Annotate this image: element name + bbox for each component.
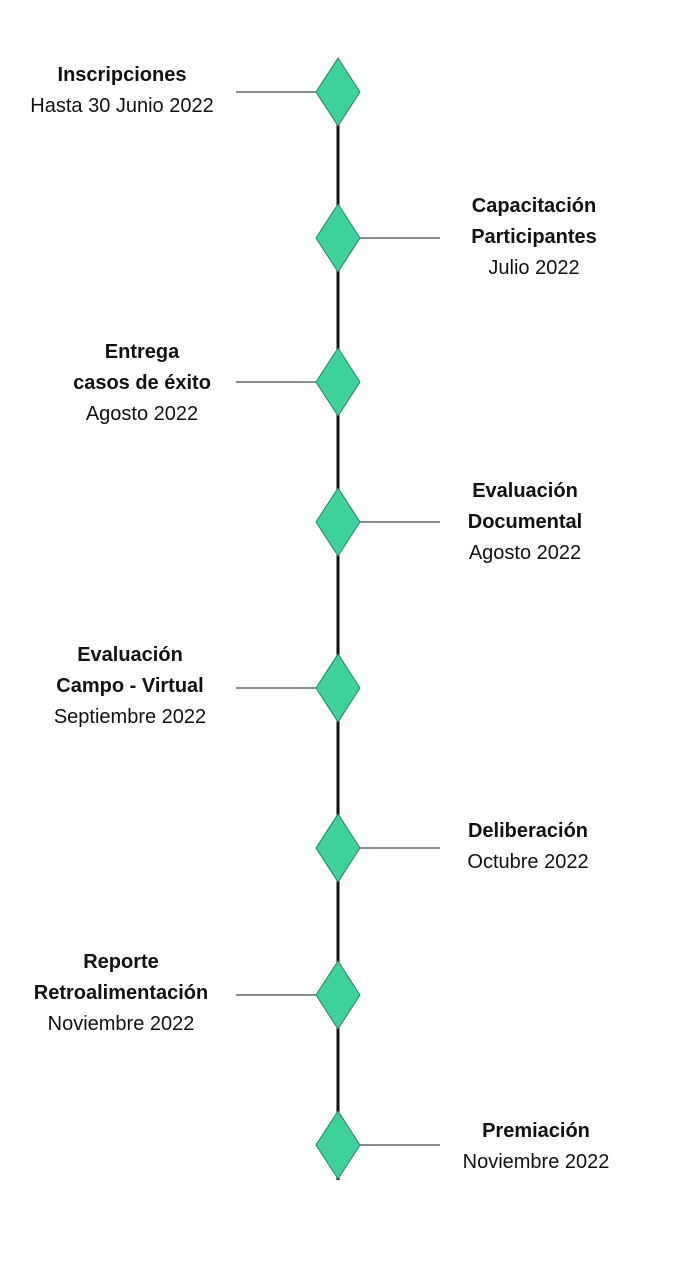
- milestone-label-reporte: Reporte Retroalimentación Noviembre 2022: [14, 947, 228, 1040]
- milestone-date: Julio 2022: [488, 257, 580, 279]
- milestone-diamond-marker: [315, 813, 361, 883]
- milestone-title: Inscripciones: [57, 64, 187, 86]
- milestone-diamond-marker: [315, 653, 361, 723]
- milestone-title: Evaluación: [472, 480, 578, 502]
- milestone-diamond-marker: [315, 203, 361, 273]
- milestone-date: Septiembre 2022: [53, 706, 207, 728]
- milestone-date: Noviembre 2022: [462, 1151, 610, 1173]
- milestone-title: Retroalimentación: [33, 982, 209, 1004]
- milestone-diamond-marker: [315, 1110, 361, 1180]
- milestone-date: Noviembre 2022: [47, 1013, 195, 1035]
- milestone-title: Evaluación: [77, 644, 183, 666]
- milestone-title: Entrega: [104, 341, 180, 363]
- milestone-title: casos de éxito: [73, 372, 211, 394]
- milestone-title: Premiación: [482, 1120, 590, 1142]
- milestone-title: Participantes: [471, 226, 597, 248]
- milestone-diamond-marker: [315, 347, 361, 417]
- milestone-title: Campo - Virtual: [56, 675, 204, 697]
- milestone-label-entrega: Entrega casos de éxito Agosto 2022: [52, 337, 232, 430]
- milestone-label-evaluacion-documental: Evaluación Documental Agosto 2022: [440, 476, 610, 569]
- milestone-label-deliberacion: Deliberación Octubre 2022: [438, 816, 618, 878]
- milestone-label-premiacion: Premiación Noviembre 2022: [436, 1116, 636, 1178]
- milestone-title: Documental: [467, 511, 583, 533]
- milestone-diamond-marker: [315, 487, 361, 557]
- milestone-title: Deliberación: [467, 820, 589, 842]
- milestone-date: Octubre 2022: [467, 851, 589, 873]
- milestone-title: Reporte: [83, 951, 159, 973]
- milestone-diamond-marker: [315, 57, 361, 127]
- milestone-label-evaluacion-campo: Evaluación Campo - Virtual Septiembre 20…: [30, 640, 230, 733]
- milestone-date: Agosto 2022: [85, 403, 199, 425]
- milestone-label-capacitacion: Capacitación Participantes Julio 2022: [438, 191, 630, 284]
- milestone-date: Agosto 2022: [468, 542, 582, 564]
- milestone-date: Hasta 30 Junio 2022: [30, 95, 214, 117]
- milestone-title: Capacitación: [471, 195, 597, 217]
- milestone-diamond-marker: [315, 960, 361, 1030]
- milestone-label-inscripciones: Inscripciones Hasta 30 Junio 2022: [22, 60, 222, 122]
